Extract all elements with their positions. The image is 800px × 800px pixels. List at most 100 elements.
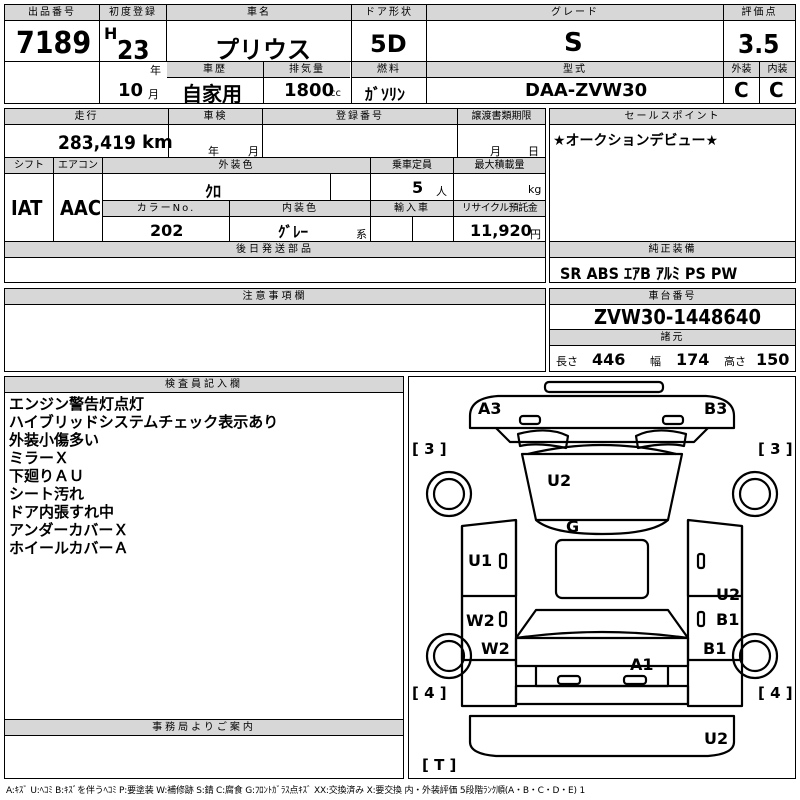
max-load-unit: kg <box>528 183 542 196</box>
ext-color-label: 外装色 <box>103 158 370 174</box>
width: 174 <box>676 350 710 369</box>
interior-label: 内装 <box>760 62 795 78</box>
inspector-note: ホイールカバーＡ <box>9 539 129 557</box>
tire-front-left: [ 3 ] <box>412 440 447 458</box>
history: 自家用 <box>182 82 242 106</box>
displacement-label: 排気量 <box>264 62 350 78</box>
length: 446 <box>592 350 626 369</box>
aircon: AAC <box>60 196 102 220</box>
first-reg-label: 初度登録 <box>100 5 166 21</box>
grade: S <box>564 28 583 58</box>
inspector-notes-list: エンジン警告灯点灯 ハイブリッドシステムチェック表示あり 外装小傷多い ミラーＸ… <box>9 395 399 557</box>
inspection-month-unit: 月 <box>248 145 259 158</box>
damage-diagram <box>408 376 796 779</box>
sales-point: ★オークションデビュー★ <box>553 133 719 149</box>
damage-w2-upper: W2 <box>466 611 495 630</box>
damage-b1-upper: B1 <box>716 610 740 629</box>
inspector-note: ドア内張すれ中 <box>9 503 115 521</box>
color-no: 202 <box>150 221 184 240</box>
mileage-unit: km <box>142 132 173 153</box>
mileage: 283,419 <box>58 132 136 154</box>
inspector-note: エンジン警告灯点灯 <box>9 395 145 413</box>
inspection-year-unit: 年 <box>208 145 219 158</box>
recycle: 11,920 <box>470 221 532 240</box>
damage-u2-right: U2 <box>716 585 741 604</box>
month-unit: 月 <box>148 88 159 101</box>
history-label: 車歴 <box>167 62 263 78</box>
aircon-label: エアコン <box>54 158 102 174</box>
fuel-label: 燃料 <box>352 62 426 78</box>
car-name: プリウス <box>215 36 311 64</box>
grade-label: グレード <box>427 5 723 21</box>
inspector-note: ハイブリッドシステムチェック表示あり <box>9 413 279 431</box>
inspection-label: 車検 <box>169 109 262 125</box>
height-label: 高さ <box>724 355 746 368</box>
car-name-label: 車名 <box>167 5 351 21</box>
width-label: 幅 <box>650 355 661 368</box>
damage-u2-bottom: U2 <box>704 729 729 748</box>
chassis-number: ZVW30-1448640 <box>594 305 761 329</box>
reg-no-label: 登録番号 <box>263 109 457 125</box>
damage-b1-lower: B1 <box>703 639 727 658</box>
ext-color: ｸﾛ <box>205 182 222 201</box>
fuel: ｶﾞｿﾘﾝ <box>365 85 406 104</box>
chassis-label: 車台番号 <box>550 289 795 305</box>
color-no-label: カラーNo. <box>103 201 229 217</box>
damage-a1: A1 <box>630 655 654 674</box>
shift-label: シフト <box>5 158 53 174</box>
lot-no-label: 出品番号 <box>5 5 99 21</box>
damage-u2-top: U2 <box>547 471 572 490</box>
recycle-unit: 円 <box>530 228 541 241</box>
inspector-label: 検査員記入欄 <box>5 377 403 393</box>
inspector-block <box>4 376 404 779</box>
tire-spare: [ T ] <box>422 756 457 774</box>
transfer-day-unit: 日 <box>528 145 539 158</box>
recycle-label: リサイクル預託金 <box>454 201 545 217</box>
transfer-label: 譲渡書類期限 <box>458 109 545 125</box>
office-label: 事務局よりご案内 <box>5 720 403 736</box>
specs-label: 諸元 <box>550 330 795 346</box>
transfer-month-unit: 月 <box>490 145 501 158</box>
lot-no: 7189 <box>16 26 92 61</box>
damage-b3: B3 <box>704 399 728 418</box>
legend: A:ｷｽﾞ U:ﾍｺﾐ B:ｷｽﾞを伴うﾍｺﾐ P:要塗装 W:補修跡 S:錆 … <box>6 786 585 796</box>
equipment: SR ABS ｴｱB ｱﾙﾐ PS PW <box>560 264 738 283</box>
inspector-note: アンダーカバーＸ <box>9 521 129 539</box>
int-color: ｸﾞﾚｰ <box>278 223 309 241</box>
model-label: 型式 <box>427 62 723 78</box>
damage-w2-lower: W2 <box>481 639 510 658</box>
equipment-label: 純正装備 <box>550 242 795 258</box>
era: H <box>104 24 118 43</box>
inspector-note: シート汚れ <box>9 485 85 503</box>
inspector-note: 外装小傷多い <box>9 431 100 449</box>
damage-g: G <box>566 517 580 536</box>
tire-rear-right: [ 4 ] <box>758 684 793 702</box>
mileage-label: 走行 <box>5 109 168 125</box>
model: DAA-ZVW30 <box>525 80 648 101</box>
tire-rear-left: [ 4 ] <box>412 684 447 702</box>
displacement-unit: cc <box>330 88 341 99</box>
score: 3.5 <box>738 30 780 60</box>
shift: IAT <box>11 196 43 220</box>
int-color-unit: 系 <box>356 228 367 241</box>
inspector-note: 下廻りＡＵ <box>9 467 85 485</box>
caution-label: 注意事項欄 <box>5 289 545 305</box>
max-load-label: 最大積載量 <box>454 158 545 174</box>
inspector-note: ミラーＸ <box>9 449 70 467</box>
door: 5D <box>370 30 407 58</box>
sales-point-label: セールスポイント <box>550 109 795 125</box>
length-label: 長さ <box>556 355 578 368</box>
int-color-label: 内装色 <box>230 201 370 217</box>
exterior-grade: C <box>734 78 749 102</box>
height: 150 <box>756 350 790 369</box>
capacity-label: 乗車定員 <box>371 158 453 174</box>
reg-month: 10 <box>118 80 144 101</box>
interior-grade: C <box>769 78 784 102</box>
car-outline <box>425 380 779 758</box>
damage-a3: A3 <box>478 399 502 418</box>
displacement: 1800 <box>284 80 335 101</box>
door-label: ドア形状 <box>352 5 426 21</box>
import-label: 輸入車 <box>371 201 453 217</box>
score-label: 評価点 <box>724 5 795 21</box>
tire-front-right: [ 3 ] <box>758 440 793 458</box>
